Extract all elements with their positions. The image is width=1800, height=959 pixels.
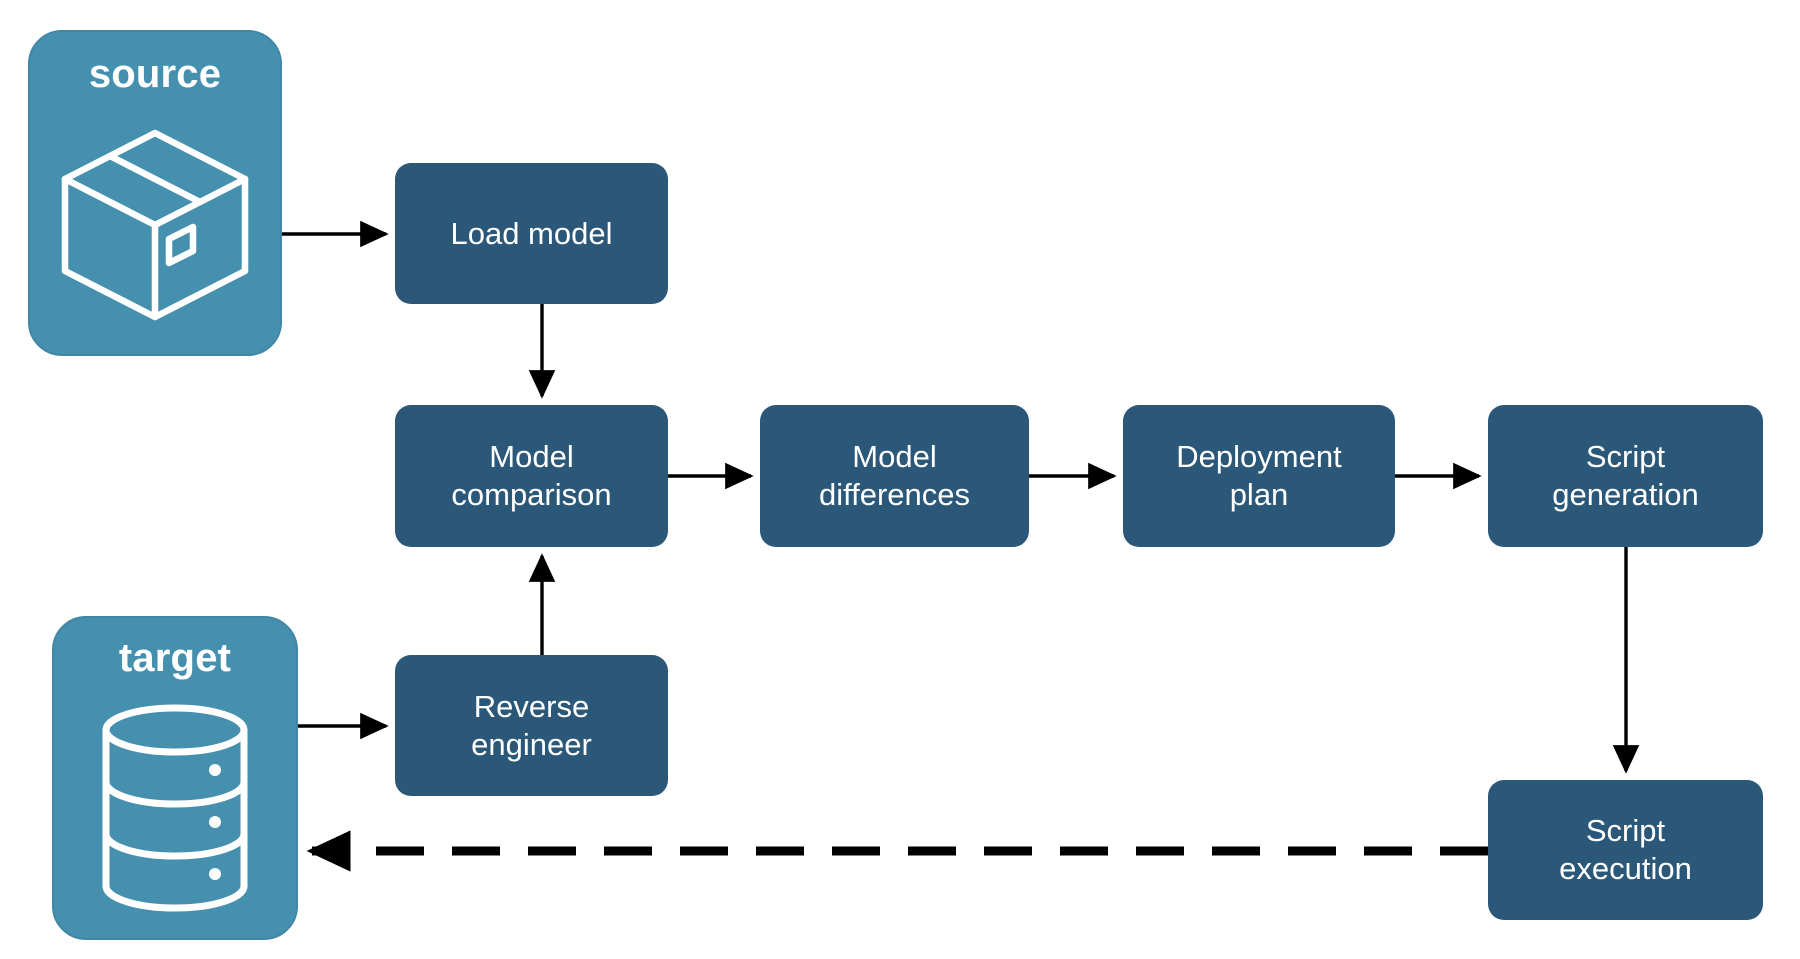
node-script-execution-line-2: execution: [1559, 851, 1692, 886]
node-model-differences[interactable]: Model differences: [760, 405, 1029, 547]
node-model-comparison-line-1: Model: [489, 439, 574, 475]
endpoint-source-label: source: [88, 52, 222, 96]
endpoint-source[interactable]: source: [28, 30, 282, 356]
node-reverse-engineer-line-2: engineer: [471, 726, 592, 762]
node-model-comparison[interactable]: Model comparison: [395, 405, 668, 547]
node-model-differences-line-2: differences: [818, 477, 971, 512]
node-deployment-plan[interactable]: Deployment plan: [1123, 405, 1395, 547]
node-deployment-plan-line-2: plan: [1229, 477, 1289, 512]
node-script-execution[interactable]: Script execution: [1488, 780, 1763, 920]
endpoint-target[interactable]: target: [52, 616, 298, 940]
node-model-comparison-line-2: comparison: [451, 477, 612, 512]
database-cylinder-icon: [54, 678, 296, 938]
node-script-execution-line-1: Script: [1585, 813, 1666, 849]
node-script-generation-line-2: generation: [1552, 477, 1699, 512]
node-reverse-engineer-line-1: Reverse: [473, 688, 590, 724]
node-model-differences-line-1: Model: [852, 439, 937, 475]
node-deployment-plan-line-1: Deployment: [1176, 439, 1342, 475]
node-script-generation[interactable]: Script generation: [1488, 405, 1763, 547]
package-box-icon: [30, 94, 280, 354]
node-load-model[interactable]: Load model: [395, 163, 668, 304]
node-load-model-line-1: Load model: [450, 215, 613, 251]
node-reverse-engineer[interactable]: Reverse engineer: [395, 655, 668, 796]
endpoint-target-label: target: [118, 636, 232, 680]
node-script-generation-line-1: Script: [1585, 439, 1666, 475]
